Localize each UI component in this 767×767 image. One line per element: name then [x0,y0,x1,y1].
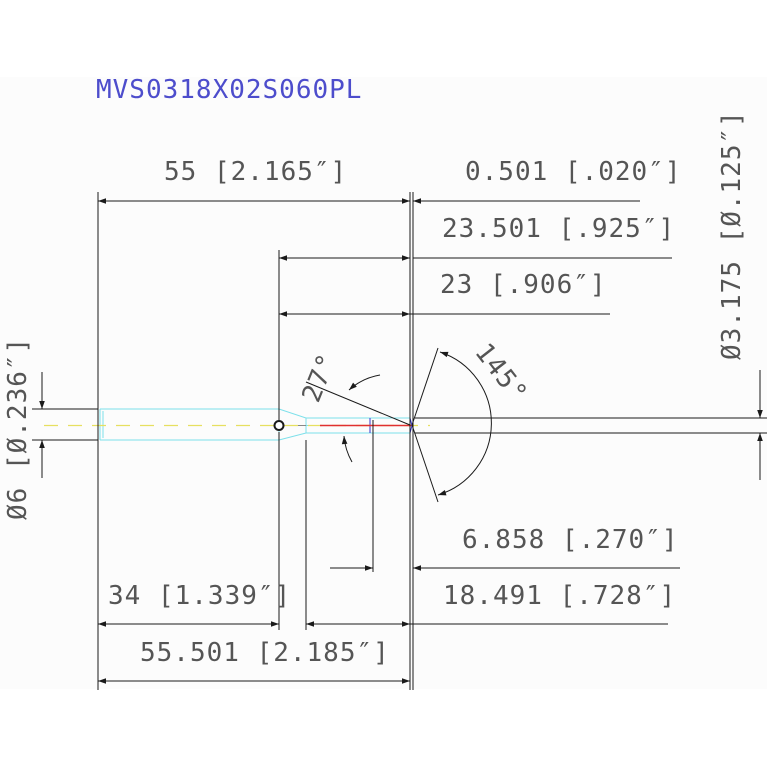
dim-total-length: 55.501 [2.185″] [140,638,390,668]
dim-overall-length: 55 [2.165″] [164,157,347,187]
dim-tip-diameter: Ø3.175 [Ø.125″] [717,110,747,360]
dim-tip-offset: 0.501 [.020″] [465,157,682,187]
extension-lines [32,192,767,690]
dim-shank-length: 34 [1.339″] [108,581,291,611]
angle-lines [305,347,492,503]
drawing-background [0,77,767,689]
part-number-title: MVS0318X02S060PL [96,75,362,105]
dim-length-6858: 6.858 [.270″] [462,525,679,555]
dim-length-23: 23 [.906″] [440,270,607,300]
dim-length-18491: 18.491 [.728″] [443,581,676,611]
dim-shank-diameter: Ø6 [Ø.236″] [3,337,33,520]
dim-taper-angle: 27° [297,349,344,407]
tool-outline [99,408,410,441]
dim-point-angle: 145° [468,338,533,409]
dim-length-23501: 23.501 [.925″] [442,214,675,244]
dimension-lines [39,198,763,684]
reference-circle [273,420,285,431]
